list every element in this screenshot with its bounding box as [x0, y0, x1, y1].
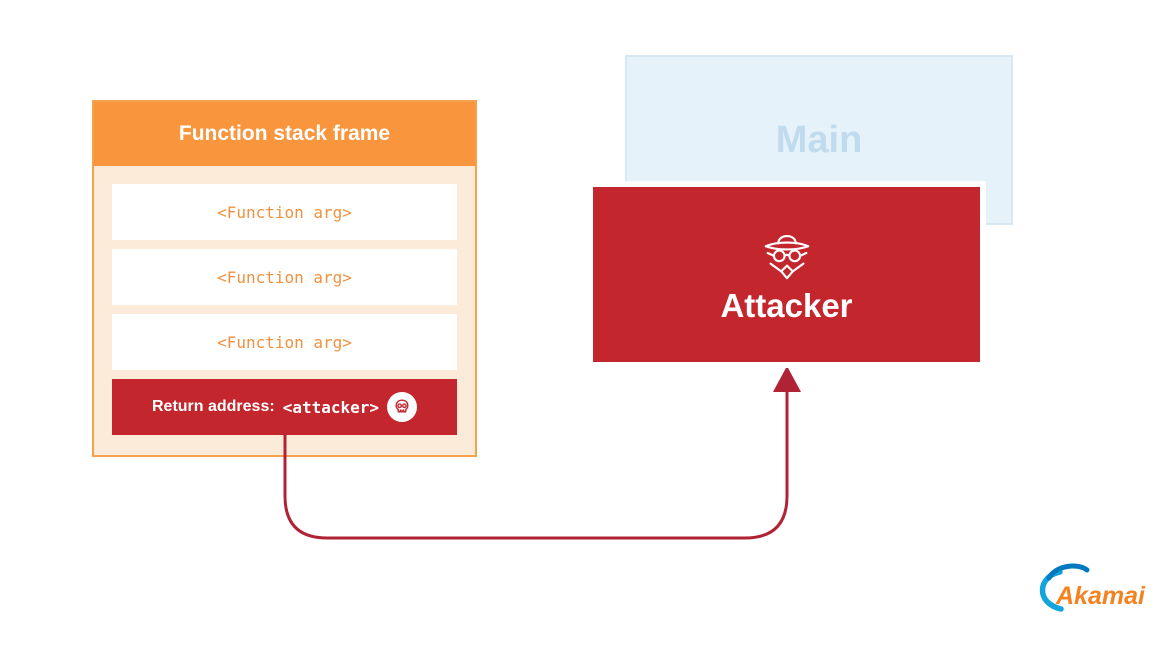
- stack-row-arg: <Function arg>: [112, 184, 457, 240]
- skull-icon: [387, 392, 418, 422]
- return-address-label: Return address:: [151, 398, 275, 415]
- main-label: Main: [775, 118, 863, 161]
- return-address-row: Return address: <attacker>: [112, 379, 457, 435]
- akamai-wave-icon: [1046, 563, 1090, 581]
- stack-frame-title: Function stack frame: [94, 102, 475, 166]
- akamai-logo: Akamai: [1030, 562, 1154, 621]
- akamai-logo-text: Akamai: [1055, 582, 1146, 610]
- attacker-label: Attacker: [720, 286, 853, 324]
- redirect-arrow-head: [773, 366, 801, 392]
- stack-row-arg: <Function arg>: [112, 249, 457, 305]
- function-stack-frame-box: Function stack frame <Function arg> <Fun…: [92, 100, 477, 457]
- attacker-box: Attacker: [593, 187, 980, 362]
- stack-row-arg: <Function arg>: [112, 314, 457, 370]
- return-address-value: <attacker>: [282, 397, 380, 417]
- spy-icon: [758, 225, 816, 281]
- stack-frame-body: <Function arg> <Function arg> <Function …: [94, 166, 475, 435]
